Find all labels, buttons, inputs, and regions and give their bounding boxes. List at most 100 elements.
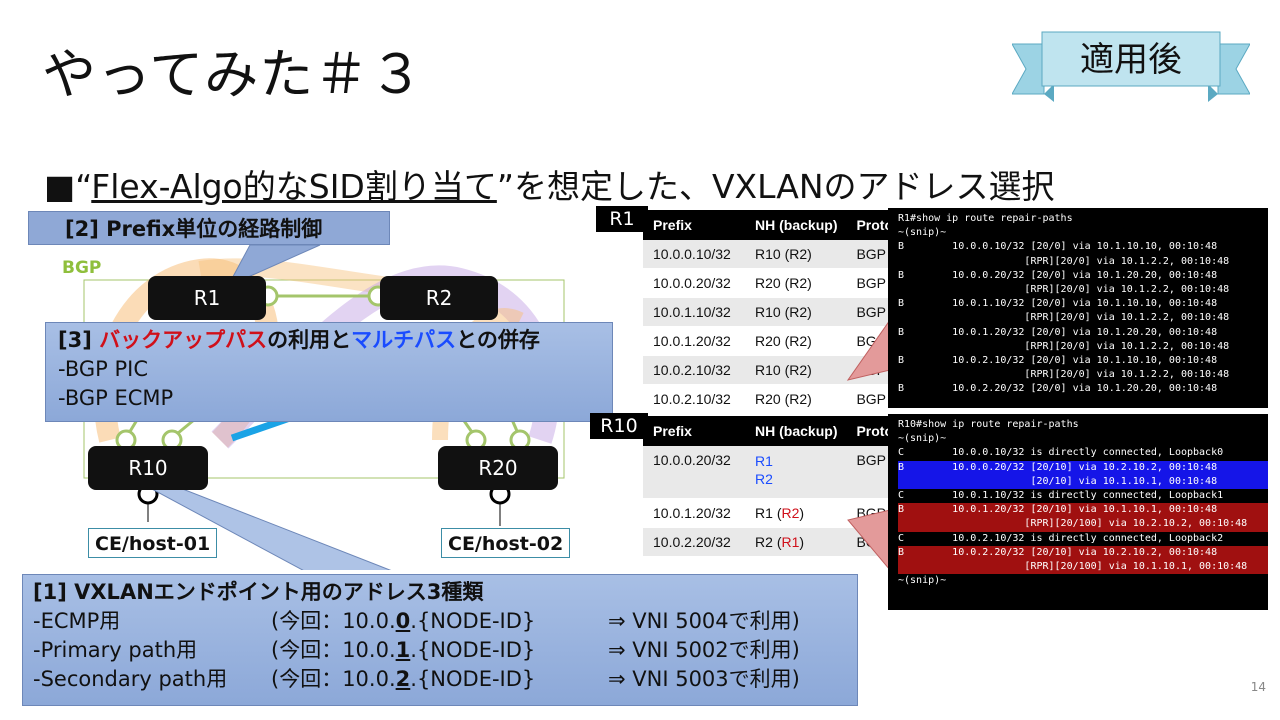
cell-prefix: 10.0.1.10/32 (643, 297, 746, 327)
cell-nh: R10 (R2) (745, 240, 847, 269)
address-type: -ECMP用 (33, 609, 121, 633)
terminal-line: [RPR][20/0] via 10.1.2.2, 00:10:48 (898, 369, 1230, 381)
cell-prefix: 10.0.1.20/32 (643, 498, 746, 528)
column-header: Proto (846, 210, 893, 240)
subtitle-rest: ”を想定した、VXLANのアドレス選択 (496, 167, 1055, 206)
cell-nh: R20 (R2) (745, 384, 847, 414)
callout-backup-multipath: [3] バックアップパスの利用とマルチパスとの併存 -BGP PIC -BGP … (45, 322, 613, 422)
terminal-line: B 10.0.1.20/32 [20/0] via 10.1.20.20, 00… (898, 326, 1218, 338)
cell-prefix: 10.0.2.20/32 (643, 527, 746, 557)
terminal-line: [RPR][20/0] via 10.1.2.2, 00:10:48 (898, 340, 1230, 352)
callout3-backup: バックアップパス (99, 328, 268, 352)
cell-proto: BGP (846, 384, 893, 414)
page-number: 14 (1250, 680, 1266, 694)
column-header: NH (backup) (745, 210, 847, 240)
address-type: -Primary path用 (33, 638, 198, 662)
subtitle-open-quote: “ (75, 167, 92, 206)
cell-prefix: 10.0.2.10/32 (643, 355, 746, 385)
bgp-label: BGP (62, 258, 102, 278)
cell-nh: R20 (R2) (745, 268, 847, 298)
cell-prefix: 10.0.2.10/32 (643, 384, 746, 414)
cell-proto: BGP (846, 446, 893, 499)
callout1-heading: [1] VXLANエンドポイント用のアドレス3種類 (33, 580, 484, 604)
r1-table-tag: R1 (596, 206, 648, 232)
router-r1: R1 (148, 276, 266, 320)
address-row-ecmp: -ECMP用 (今回：10.0.0.{NODE-ID} ⇒ VNI 5004で利… (33, 607, 847, 636)
address-value: (今回：10.0.0.{NODE-ID} (271, 609, 536, 633)
page-title: やってみた＃３ (42, 43, 425, 106)
address-row-secondary: -Secondary path用 (今回：10.0.2.{NODE-ID} ⇒ … (33, 665, 847, 694)
r10-table-tag: R10 (590, 413, 648, 439)
callout-prefix-control: [2] Prefix単位の経路制御 (28, 211, 390, 245)
ribbon-label: 適用後 (1080, 40, 1182, 80)
address-value: (今回：10.0.1.{NODE-ID} (271, 638, 536, 662)
r10-route-table: Prefix NH (backup) Proto 10.0.0.20/32 R1… (643, 416, 893, 557)
terminal-line: C 10.0.2.10/32 is directly connected, Lo… (898, 532, 1224, 544)
router-r20: R20 (438, 446, 558, 490)
cell-nh: R10 (R2) (745, 355, 847, 385)
cell-proto: BGP (846, 268, 893, 298)
table-header-row: Prefix NH (backup) Proto (643, 416, 893, 446)
callout3-mid: の利用と (267, 328, 352, 352)
terminal-line: B 10.0.2.10/32 [20/0] via 10.1.10.10, 00… (898, 355, 1218, 367)
callout3-end: との併存 (456, 328, 540, 352)
column-header: Prefix (643, 210, 746, 240)
terminal-line: B 10.0.2.20/32 [20/0] via 10.1.20.20, 00… (898, 383, 1218, 395)
terminal-line: [RPR][20/100] via 10.2.10.2, 00:10:48 (898, 517, 1268, 532)
callout3-line-pic: -BGP PIC (58, 357, 148, 381)
column-header: NH (backup) (745, 416, 847, 446)
terminal-line: ~(snip)~ (898, 575, 947, 587)
terminal-line: B 10.0.2.20/32 [20/10] via 10.2.10.2, 00… (898, 545, 1268, 561)
cell-nh: R20 (R2) (745, 326, 847, 356)
callout3-multi: マルチパス (351, 328, 457, 352)
cell-nh: R2 (R1) (745, 527, 847, 557)
cell-prefix: 10.0.0.10/32 (643, 240, 746, 269)
router-r10: R10 (88, 446, 208, 490)
subtitle-underlined: Flex-Algo的なSID割り当て (91, 167, 497, 206)
callout3-heading: [3] バックアップパスの利用とマルチパスとの併存 (58, 326, 600, 355)
terminal-line: [RPR][20/0] via 10.1.2.2, 00:10:48 (898, 312, 1230, 324)
address-value: (今回：10.0.2.{NODE-ID} (271, 667, 536, 691)
terminal-line: R1#show ip route repair-paths (898, 213, 1073, 224)
callout-vxlan-addresses: [1] VXLANエンドポイント用のアドレス3種類 -ECMP用 (今回：10.… (22, 574, 858, 706)
cell-prefix: 10.0.0.20/32 (643, 268, 746, 298)
address-vni: ⇒ VNI 5004で利用) (608, 609, 800, 633)
terminal-line: R10#show ip route repair-paths (898, 419, 1079, 430)
column-header: Proto (846, 416, 893, 446)
r1-terminal-output: R1#show ip route repair-paths ~(snip)~ B 1… (888, 208, 1268, 408)
terminal-line: [RPR][20/100] via 10.1.10.1, 00:10:48 (898, 560, 1268, 575)
cell-nh: R10 (R2) (745, 297, 847, 327)
terminal-line: B 10.0.0.20/32 [20/10] via 10.2.10.2, 00… (898, 460, 1268, 475)
address-row-primary: -Primary path用 (今回：10.0.1.{NODE-ID} ⇒ VN… (33, 636, 847, 665)
ribbon-banner (1012, 31, 1250, 102)
terminal-line: C 10.0.0.10/32 is directly connected, Lo… (898, 447, 1224, 459)
cell-proto: BGP (846, 240, 893, 269)
table-header-row: Prefix NH (backup) Proto (643, 210, 893, 240)
bullet-mark: ■ (44, 167, 76, 206)
terminal-line: ~(snip)~ (898, 433, 947, 445)
callout3-line-ecmp: -BGP ECMP (58, 386, 174, 410)
cell-proto: BGP (846, 297, 893, 327)
cell-prefix: 10.0.1.20/32 (643, 326, 746, 356)
subtitle: ■“Flex-Algo的なSID割り当て”を想定した、VXLANのアドレス選択 (44, 160, 1055, 208)
address-vni: ⇒ VNI 5002で利用) (608, 638, 800, 662)
cell-nh: R1 (R2) (745, 498, 847, 528)
terminal-line: [20/10] via 10.1.10.1, 00:10:48 (898, 474, 1268, 490)
terminal-line: B 10.0.1.10/32 [20/0] via 10.1.10.10, 00… (898, 298, 1218, 310)
terminal-line: ~(snip)~ (898, 227, 947, 239)
address-type: -Secondary path用 (33, 667, 228, 691)
cell-prefix: 10.0.0.20/32 (643, 446, 746, 499)
terminal-line: B 10.0.0.20/32 [20/0] via 10.1.20.20, 00… (898, 269, 1218, 281)
ce-host-02: CE/host-02 (441, 528, 571, 558)
terminal-line: C 10.0.1.10/32 is directly connected, Lo… (898, 490, 1224, 502)
address-vni: ⇒ VNI 5003で利用) (608, 667, 800, 691)
terminal-line: B 10.0.0.10/32 [20/0] via 10.1.10.10, 00… (898, 241, 1218, 253)
